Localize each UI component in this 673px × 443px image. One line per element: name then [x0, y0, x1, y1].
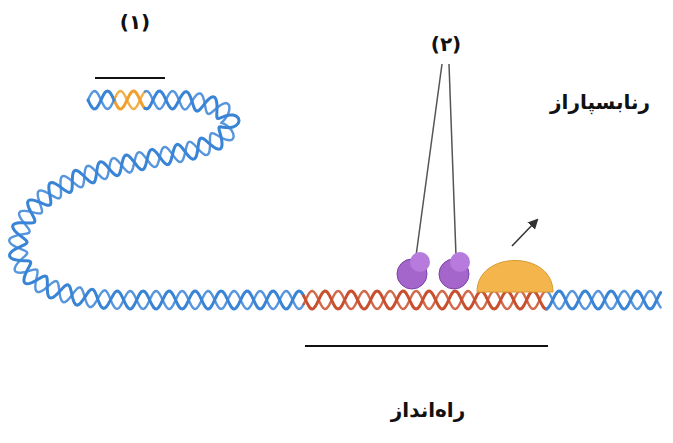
leader-line — [416, 64, 442, 256]
callout-number: (۲) — [431, 32, 462, 56]
strand-segment — [304, 291, 547, 309]
part-name: راه‌انداز — [391, 398, 465, 422]
callout-number: (۱) — [120, 10, 151, 34]
protein-symbol — [397, 252, 470, 289]
strand-segment — [10, 91, 304, 309]
strand-segment — [547, 291, 661, 309]
pointer-arrow — [512, 220, 537, 246]
strand-segment — [9, 91, 303, 309]
strand-segment — [115, 91, 145, 109]
strand-segment — [88, 91, 115, 109]
strand-segment — [304, 291, 547, 309]
leader-line — [449, 64, 456, 256]
promoter-bracket — [305, 345, 548, 347]
dna-helix — [9, 91, 662, 309]
dna-strand — [10, 91, 661, 309]
region-bracket — [95, 77, 165, 79]
rna-polymerase-symbol — [477, 261, 553, 293]
part-name: رنابسپاراز — [550, 90, 650, 114]
strand-segment — [88, 91, 115, 109]
strand-segment — [547, 291, 661, 309]
dna-strand — [9, 91, 660, 309]
strand-segment — [115, 91, 145, 109]
helix-guide — [18, 100, 662, 300]
